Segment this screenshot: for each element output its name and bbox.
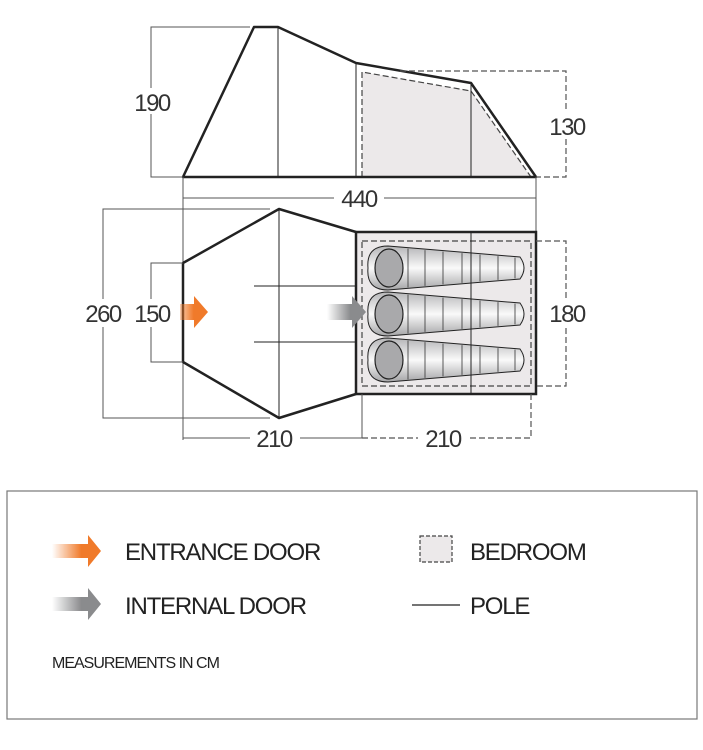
sleeping-bag <box>367 291 525 337</box>
entrance-width-label: 150 <box>134 301 171 328</box>
inner-bedroom-outline <box>361 240 532 387</box>
length-label: 440 <box>341 186 378 213</box>
porch-length-label: 210 <box>256 426 293 453</box>
legend-box <box>6 490 698 720</box>
bedroom-length-label: 210 <box>425 426 462 453</box>
entrance-door-arrow <box>172 296 208 328</box>
legend-entrance-door: ENTRANCE DOOR <box>125 539 321 566</box>
bedroom-legend-icon <box>419 535 453 563</box>
pillow-icon <box>374 248 404 288</box>
bedroom-width-label: 180 <box>549 301 586 328</box>
legend-internal-door: INTERNAL DOOR <box>125 593 307 620</box>
legend-bedroom: BEDROOM <box>470 539 586 566</box>
width-label: 260 <box>85 301 122 328</box>
measurements-note: MEASUREMENTS IN CM <box>52 655 220 672</box>
floor-plan: 260 150 180 210 210 <box>80 207 588 453</box>
pillow-icon <box>374 294 404 334</box>
bedroom-side-fill <box>362 72 531 177</box>
sleeping-bag <box>367 245 525 291</box>
bedroom-height-label: 130 <box>549 114 586 141</box>
pillow-icon <box>374 340 404 380</box>
height-label: 190 <box>134 90 171 117</box>
internal-door-arrow <box>327 296 366 328</box>
sleeping-bag <box>367 337 525 383</box>
legend-pole: POLE <box>470 593 529 620</box>
internal-door-legend-arrow <box>52 588 101 620</box>
side-view: 190 130 440 <box>132 25 588 440</box>
legend: ENTRANCE DOOR INTERNAL DOOR BEDROOM POLE… <box>6 490 698 720</box>
entrance-door-legend-arrow <box>52 535 101 567</box>
